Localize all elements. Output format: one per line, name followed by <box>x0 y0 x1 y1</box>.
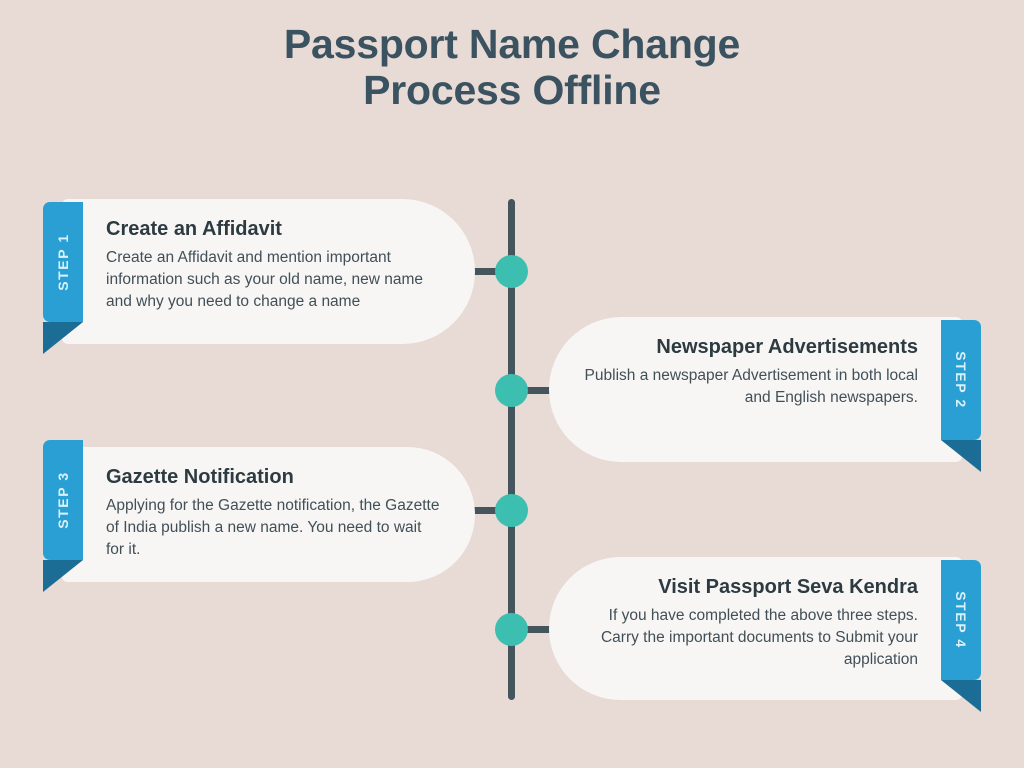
timeline-node-step-4 <box>495 613 528 646</box>
step-body-3: Applying for the Gazette notification, t… <box>106 497 440 558</box>
step-heading-2: Newspaper Advertisements <box>656 336 918 358</box>
step-tab-4: STEP 4 <box>941 560 981 680</box>
step-heading-4: Visit Passport Seva Kendra <box>658 576 918 598</box>
step-heading-3: Gazette Notification <box>106 466 294 488</box>
step-card-3: Gazette Notification Applying for the Ga… <box>62 447 475 582</box>
step-tab-fold-3 <box>43 560 83 592</box>
step-card-4: Visit Passport Seva Kendra If you have c… <box>549 557 962 700</box>
step-tab-3: STEP 3 <box>43 440 83 560</box>
step-body-4: If you have completed the above three st… <box>600 607 918 668</box>
step-body-2: Publish a newspaper Advertisement in bot… <box>584 367 918 406</box>
step-tab-2: STEP 2 <box>941 320 981 440</box>
timeline-node-step-2 <box>495 374 528 407</box>
timeline-connector-step-3 <box>470 507 510 514</box>
step-tab-label-2: STEP 2 <box>953 351 969 409</box>
timeline-connector-step-1 <box>470 268 510 275</box>
timeline-connector-step-2 <box>525 387 565 394</box>
step-tab-fold-2 <box>941 440 981 472</box>
step-tab-fold-1 <box>43 322 83 354</box>
title-line-2: Process Offline <box>363 66 661 113</box>
step-tab-label-3: STEP 3 <box>55 471 71 529</box>
page-title: Passport Name Change Process Offline <box>0 21 1024 114</box>
timeline-connector-step-4 <box>525 626 565 633</box>
step-card-1: Create an Affidavit Create an Affidavit … <box>62 199 475 344</box>
step-tab-1: STEP 1 <box>43 202 83 322</box>
timeline-node-step-3 <box>495 494 528 527</box>
title-line-1: Passport Name Change <box>283 21 741 67</box>
timeline-axis <box>508 199 515 700</box>
step-tab-label-1: STEP 1 <box>55 233 71 291</box>
step-card-2: Newspaper Advertisements Publish a newsp… <box>549 317 962 462</box>
step-body-1: Create an Affidavit and mention importan… <box>106 249 424 310</box>
step-tab-label-4: STEP 4 <box>953 591 969 649</box>
step-heading-1: Create an Affidavit <box>106 218 282 240</box>
step-tab-fold-4 <box>941 680 981 712</box>
timeline-node-step-1 <box>495 255 528 288</box>
